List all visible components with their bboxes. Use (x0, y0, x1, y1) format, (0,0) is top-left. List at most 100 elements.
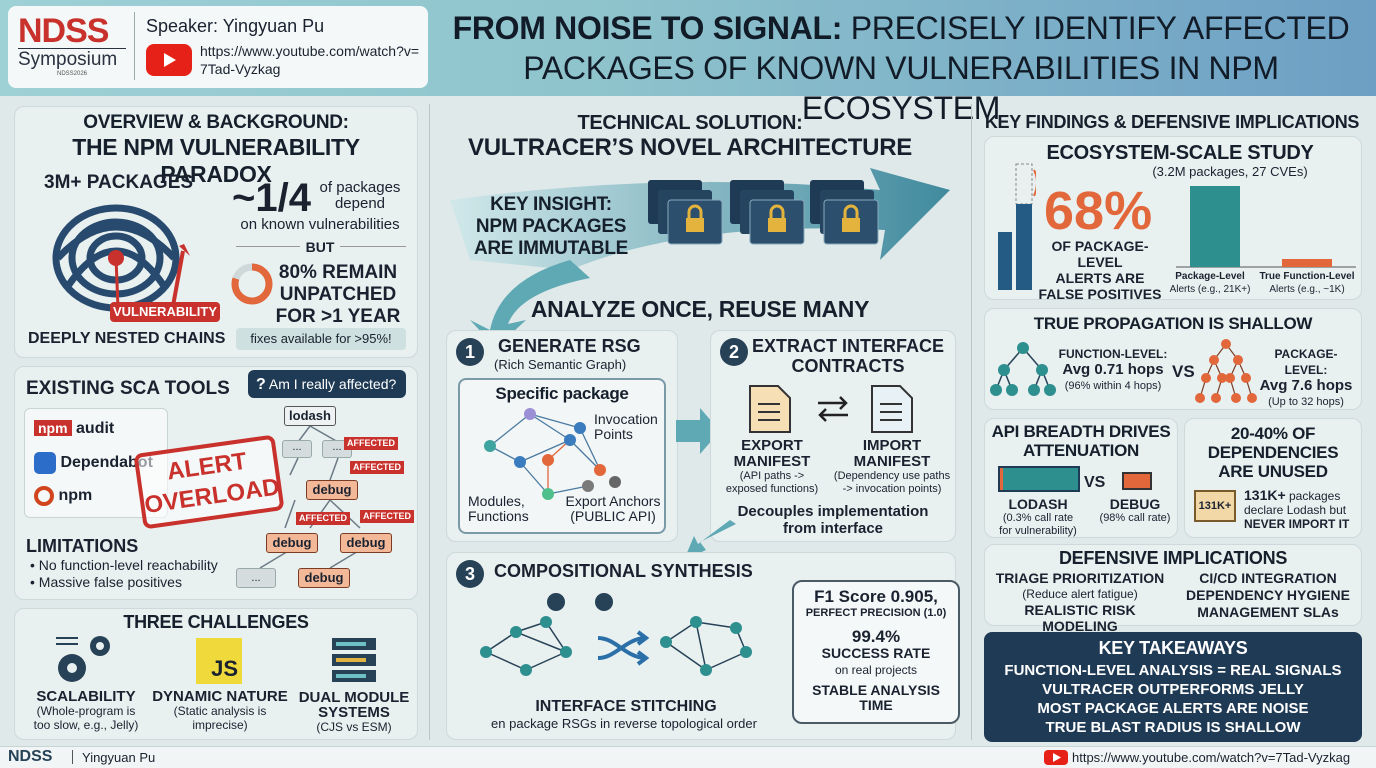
limitations-list: • No function-level reachability • Massi… (30, 557, 218, 591)
limitation-item-1: • No function-level reachability (30, 557, 218, 573)
overview-title2: THE NPM VULNERABILITY PARADOX (72, 134, 360, 187)
tech-title2: VULTRACER’S NOVEL ARCHITECTURE (468, 134, 912, 161)
invocation-label: Invocation Points (594, 412, 658, 442)
api-vs: VS (1084, 474, 1106, 491)
unused-t1: packages (1285, 489, 1341, 503)
node-debug-4: debug (298, 568, 350, 588)
step2-title1: EXTRACT INTERFACE (751, 336, 944, 356)
title-rest: PRECISELY IDENTIFY AFFECTED (842, 10, 1350, 46)
youtube-icon[interactable] (146, 44, 192, 76)
node-lodash: lodash (284, 406, 336, 426)
fp3: FALSE POSITIVES (1038, 286, 1162, 302)
challenge-1-desc1: (Whole-program is (36, 704, 136, 718)
box-icon: 131K+ (1194, 490, 1236, 522)
rsg-graph (460, 400, 660, 510)
challenge-2-desc1: (Static analysis is (173, 704, 267, 718)
takeaways-list: FUNCTION-LEVEL ANALYSIS = REAL SIGNALS V… (984, 661, 1362, 737)
precision: PERFECT PRECISION (1.0) (805, 607, 947, 619)
tool-dependabot: Dependabot (34, 452, 153, 474)
export-anchors-label: Export Anchors (PUBLIC API) (562, 494, 664, 524)
key-insight: KEY INSIGHT: NPM PACKAGES ARE IMMUTABLE (466, 194, 636, 260)
unused-title: 20-40% OF DEPENDENCIES ARE UNUSED (1184, 424, 1362, 481)
column-divider-left (429, 104, 430, 740)
footer-url[interactable]: https://www.youtube.com/watch?v=7Tad-Vyz… (1072, 750, 1351, 765)
fp-text: OF PACKAGE-LEVEL ALERTS ARE FALSE POSITI… (1030, 238, 1170, 302)
footer-divider (72, 750, 73, 764)
challenge-dynamic: DYNAMIC NATURE (Static analysis is impre… (150, 688, 290, 732)
js-badge-text: JS (211, 656, 238, 681)
bar-l2: Alerts (e.g., 21K+) (1169, 284, 1251, 295)
tool-npm-label: npm (58, 487, 93, 505)
export-l1: EXPORT (741, 437, 803, 454)
page-title: FROM NOISE TO SIGNAL: PRECISELY IDENTIFY… (436, 8, 1366, 128)
step1-title: GENERATE RSG (498, 336, 641, 356)
eco-stacked-bar (996, 162, 1036, 292)
def1-sub: (Reduce alert fatigue) (1022, 587, 1138, 601)
analyze-once: ANALYZE ONCE, REUSE MANY (530, 296, 870, 322)
deep-tree-icon (1194, 338, 1258, 406)
logo-divider (134, 12, 135, 80)
unused-t2: declare Lodash but (1244, 503, 1347, 517)
header-url[interactable]: https://www.youtube.com/watch?v=7Tad-Vyz… (200, 43, 420, 77)
challenge-1-title: SCALABILITY (36, 688, 136, 705)
column-divider-right (971, 104, 972, 740)
findings-title: KEY FINDINGS & DEFENSIVE IMPLICATIONS (984, 112, 1360, 132)
import-manifest: IMPORT MANIFEST (Dependency use paths ->… (830, 438, 954, 496)
unpatched-text: 80% REMAIN UNPATCHED FOR >1 YEAR (270, 262, 406, 328)
unused-t3: NEVER IMPORT IT (1244, 517, 1350, 531)
pkg-avg: Avg 7.6 hops (1259, 377, 1353, 394)
exp-line2: (PUBLIC API) (570, 508, 656, 524)
unused1: 20-40% OF (1230, 424, 1316, 443)
takeaway-2: VULTRACER OUTPERFORMS JELLY (1042, 681, 1304, 698)
node-empty3: ... (236, 568, 276, 588)
tool-npm-audit-label: audit (76, 420, 115, 437)
f1-score: F1 Score 0.905, (814, 587, 938, 606)
refresh-icon (34, 486, 54, 506)
def3: CI/CD INTEGRATION (1199, 570, 1337, 586)
fixes-badge: fixes available for >95%! (236, 328, 406, 350)
bar-function-level (1282, 259, 1332, 267)
gears-icon (50, 632, 120, 688)
stitch-sub: en package RSGs in reverse topological o… (491, 716, 757, 731)
insight-line1: KEY INSIGHT: (490, 194, 612, 215)
fraction-text: of packages depend (310, 180, 410, 212)
func-level-text: FUNCTION-LEVEL: Avg 0.71 hops (96% withi… (1058, 346, 1168, 394)
dependabot-icon (34, 452, 56, 474)
lodash-label: LODASH (1008, 496, 1068, 512)
export-l2: MANIFEST (733, 453, 811, 470)
question-icon: ? (256, 376, 266, 393)
eco-pct: 68% (1044, 181, 1153, 241)
challenge-scalability: SCALABILITY (Whole-program is too slow, … (24, 688, 148, 732)
def1: TRIAGE PRIORITIZATION (995, 570, 1165, 586)
challenge-1-desc2: too slow, e.g., Jelly) (33, 718, 139, 732)
affected-tag-1: AFFECTED (344, 437, 398, 450)
success-rate: SUCCESS RATE (821, 645, 931, 661)
take-title: KEY TAKEAWAYS (1098, 638, 1248, 658)
title-line2: PACKAGES OF KNOWN VULNERABILITIES IN NPM… (523, 50, 1279, 126)
success-pct: 99.4% (851, 627, 901, 646)
import-d2: -> invocation points) (842, 483, 942, 495)
mod-line1: Modules, (468, 493, 525, 509)
sca-title: EXISTING SCA TOOLS (26, 378, 230, 399)
affected-tag-2: AFFECTED (350, 461, 404, 474)
remain1: 80% REMAIN (278, 262, 398, 283)
func-level: FUNCTION-LEVEL: (1058, 347, 1168, 361)
npm-logo-icon: npm (34, 420, 72, 436)
debug-label: DEBUG (1109, 496, 1161, 512)
step2-title2: CONTRACTS (791, 356, 905, 376)
tech-title1: TECHNICAL SOLUTION: (577, 112, 803, 134)
synthesis-graph (476, 592, 776, 692)
debug-text: DEBUG (98% call rate) (1092, 496, 1178, 525)
challenge-2-title: DYNAMIC NATURE (152, 688, 288, 705)
speaker-label: Speaker: Yingyuan Pu (146, 16, 325, 36)
bar-label-function: True Function-Level Alerts (e.g., ~1K) (1256, 270, 1358, 296)
bar-l3: True Function-Level (1259, 271, 1355, 282)
footer-youtube-icon[interactable] (1044, 750, 1068, 765)
step2-to-step3-arrow (680, 520, 740, 564)
limitation-item-2: • Massive false positives (30, 574, 182, 590)
prop-vs: VS (1172, 362, 1195, 381)
node-debug-3: debug (340, 533, 392, 553)
node-debug-1: debug (306, 480, 358, 500)
packages-count: 3M+ PACKAGES (44, 172, 194, 193)
unused2: DEPENDENCIES (1207, 443, 1339, 462)
